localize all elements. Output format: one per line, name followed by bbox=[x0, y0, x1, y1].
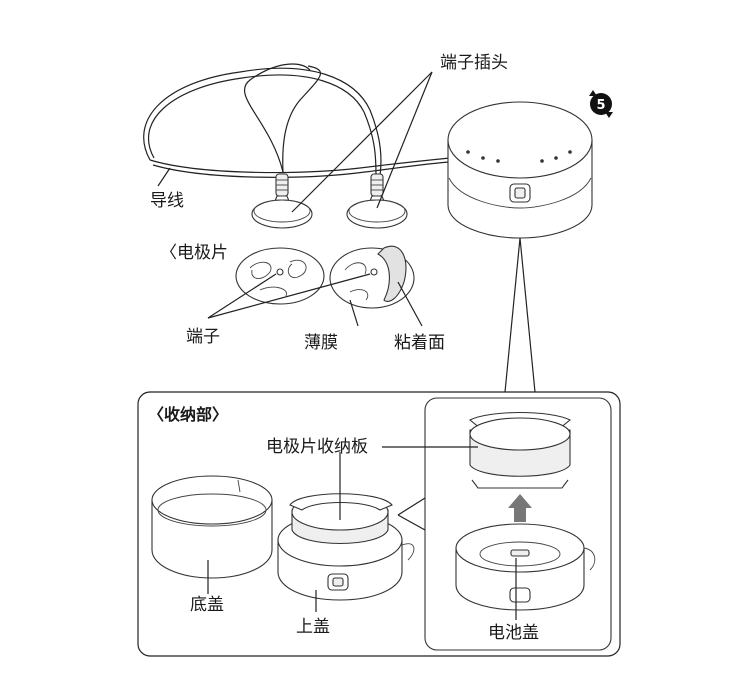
bottom-cover-graphic bbox=[151, 475, 273, 579]
insert-arrow-icon bbox=[508, 494, 532, 522]
label-top-cover: 上盖 bbox=[296, 617, 330, 637]
label-storage-section: 〈收纳部〉 bbox=[148, 405, 228, 424]
label-adhesive-surface: 粘着面 bbox=[394, 333, 445, 353]
electrode-pad-left bbox=[235, 247, 325, 305]
label-terminal: 端子 bbox=[186, 327, 220, 347]
recycle-number: 5 bbox=[596, 98, 605, 113]
storage-frame bbox=[137, 391, 621, 657]
unit-battery-graphic bbox=[455, 523, 596, 611]
label-battery-cover: 电池盖 bbox=[488, 623, 539, 643]
top-cover-graphic bbox=[277, 493, 415, 601]
label-film: 薄膜 bbox=[304, 333, 338, 353]
pad-storage-plate-graphic bbox=[468, 412, 572, 489]
main-unit-graphic bbox=[447, 101, 593, 239]
recycle-icon: 5 bbox=[589, 90, 613, 118]
electrode-pad-right bbox=[329, 245, 415, 309]
label-lead-wire: 导线 bbox=[150, 191, 184, 211]
terminal-plug-right bbox=[346, 173, 408, 229]
label-pad-storage-plate: 电极片收纳板 bbox=[266, 437, 368, 457]
label-electrode-pads: 〈电极片 bbox=[160, 243, 228, 263]
lead-wire-graphic bbox=[143, 63, 451, 178]
label-bottom-cover: 底盖 bbox=[190, 595, 224, 615]
label-terminal-plug: 端子插头 bbox=[440, 53, 508, 73]
